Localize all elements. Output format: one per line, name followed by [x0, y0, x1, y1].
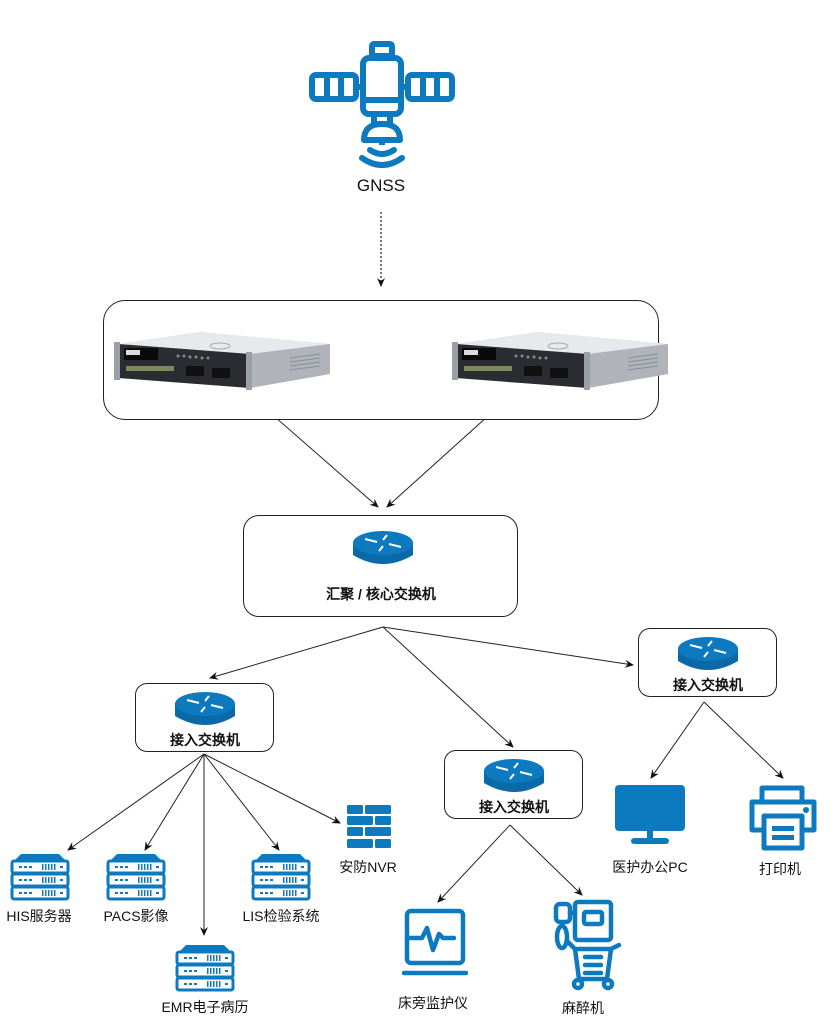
rack-time-server-icon[interactable]	[110, 322, 330, 394]
lis-label: LIS检验系统	[242, 908, 320, 924]
edge-access-left-to-lis	[203, 753, 280, 851]
server-icon[interactable]	[250, 852, 312, 902]
edge-core-to-access-right	[382, 626, 634, 668]
server-icon[interactable]	[105, 852, 167, 902]
edge-access-middle-to-monitor	[437, 824, 511, 903]
access-switch-left-label: 接入交换机	[170, 732, 240, 748]
printer-label: 打印机	[759, 861, 801, 877]
edge-access-right-to-printer	[703, 701, 784, 779]
core-switch-label: 汇聚 / 核心交换机	[326, 586, 436, 602]
anesthesia-machine-icon[interactable]	[553, 899, 625, 991]
access-switch-middle-label: 接入交换机	[479, 799, 549, 815]
server-icon[interactable]	[174, 943, 236, 993]
desktop-monitor-icon[interactable]	[614, 784, 686, 846]
edge-access-left-to-his	[67, 753, 205, 851]
gnss-label: GNSS	[356, 176, 406, 195]
nvr-label: 安防NVR	[339, 859, 397, 875]
core-switch-node[interactable]: 汇聚 / 核心交换机	[243, 515, 518, 617]
access-switch-right-node[interactable]: 接入交换机	[638, 628, 777, 697]
edge-core-to-access-left	[209, 626, 384, 680]
pacs-label: PACS影像	[103, 908, 169, 924]
his-server-label: HIS服务器	[6, 908, 72, 924]
edge-access-left-to-pacs	[144, 753, 205, 851]
emr-label: EMR电子病历	[161, 999, 249, 1015]
firewall-brick-icon[interactable]	[346, 804, 392, 850]
office-pc-label: 医护办公PC	[612, 859, 688, 875]
edge-access-middle-to-anesthesia	[509, 824, 583, 896]
router-icon	[484, 759, 544, 792]
rack-time-server-icon[interactable]	[448, 322, 668, 394]
printer-icon[interactable]	[748, 784, 818, 852]
access-switch-middle-node[interactable]: 接入交换机	[444, 750, 583, 819]
edge-core-to-access-middle	[382, 626, 514, 748]
patient-monitor-icon[interactable]	[402, 908, 468, 978]
access-switch-right-label: 接入交换机	[673, 677, 743, 693]
router-icon	[175, 692, 235, 725]
satellite-icon	[309, 41, 455, 168]
edge-access-right-to-pc	[650, 701, 705, 779]
router-icon	[678, 637, 738, 670]
server-icon[interactable]	[9, 852, 71, 902]
access-switch-left-node[interactable]: 接入交换机	[135, 683, 274, 752]
anesthesia-label: 麻醉机	[562, 1000, 604, 1016]
edge-access-left-to-nvr	[203, 753, 341, 824]
router-icon	[353, 531, 413, 564]
bedside-monitor-label: 床旁监护仪	[398, 995, 468, 1011]
